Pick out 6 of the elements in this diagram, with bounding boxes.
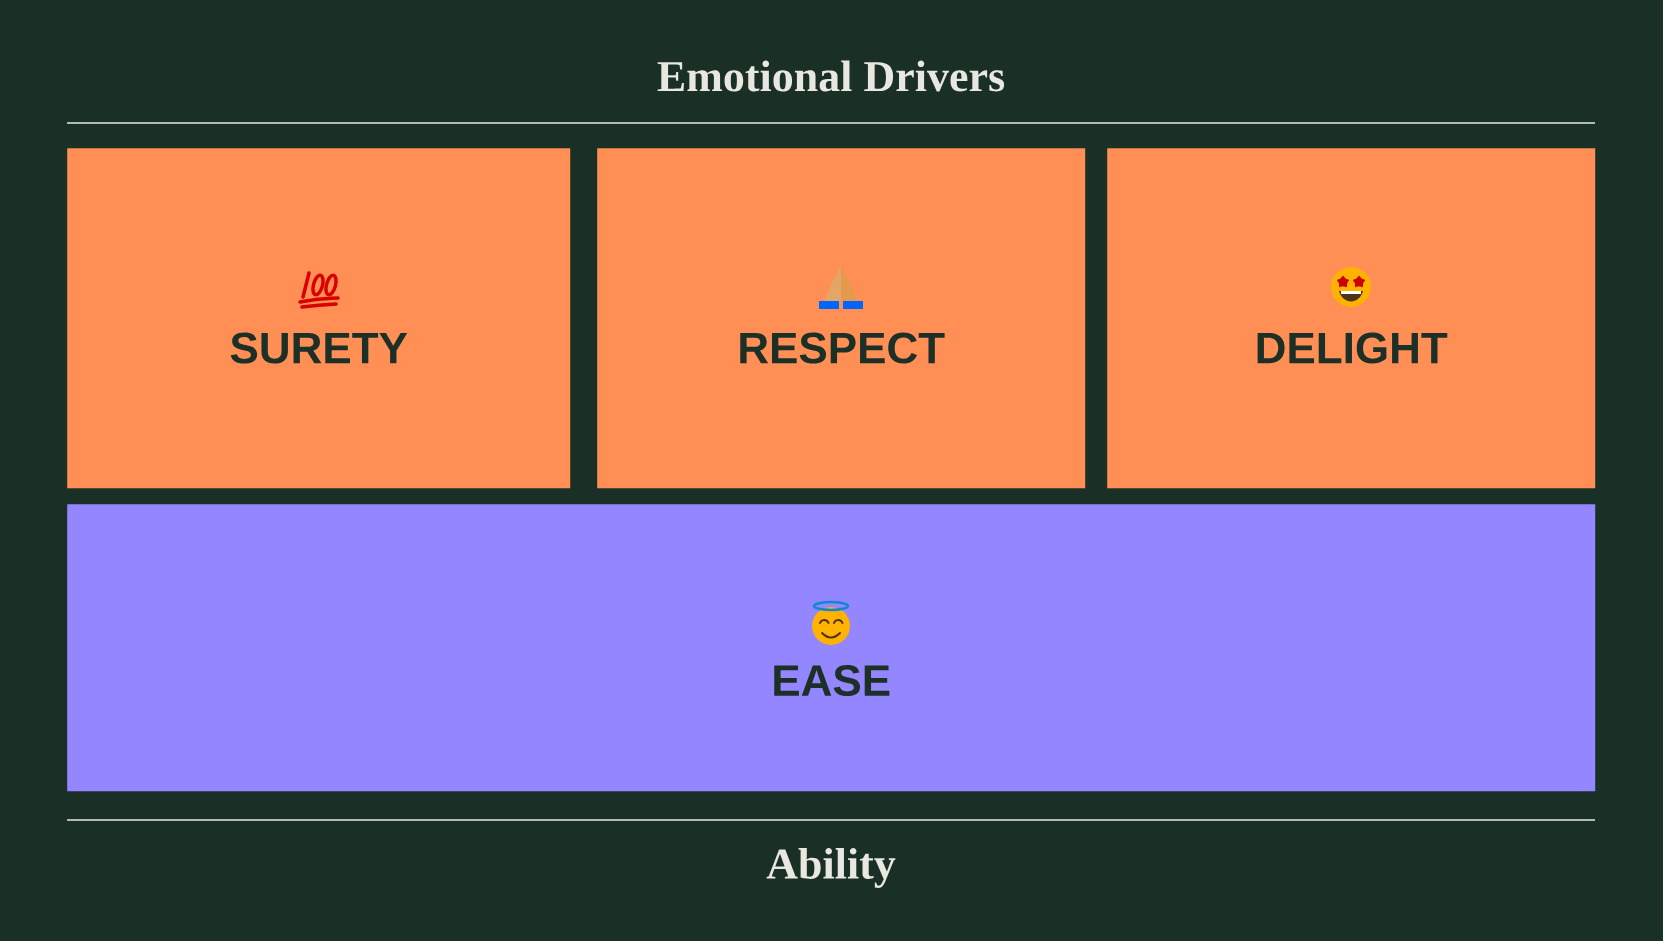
driver-box: SURETY	[67, 148, 571, 489]
title: Emotional Drivers	[657, 60, 1005, 92]
axis-label: Ability	[766, 848, 896, 888]
driver-box: RESPECT	[597, 148, 1086, 489]
driver-box: DELIGHT	[1107, 148, 1596, 489]
driver-box: EASE	[67, 504, 1596, 792]
